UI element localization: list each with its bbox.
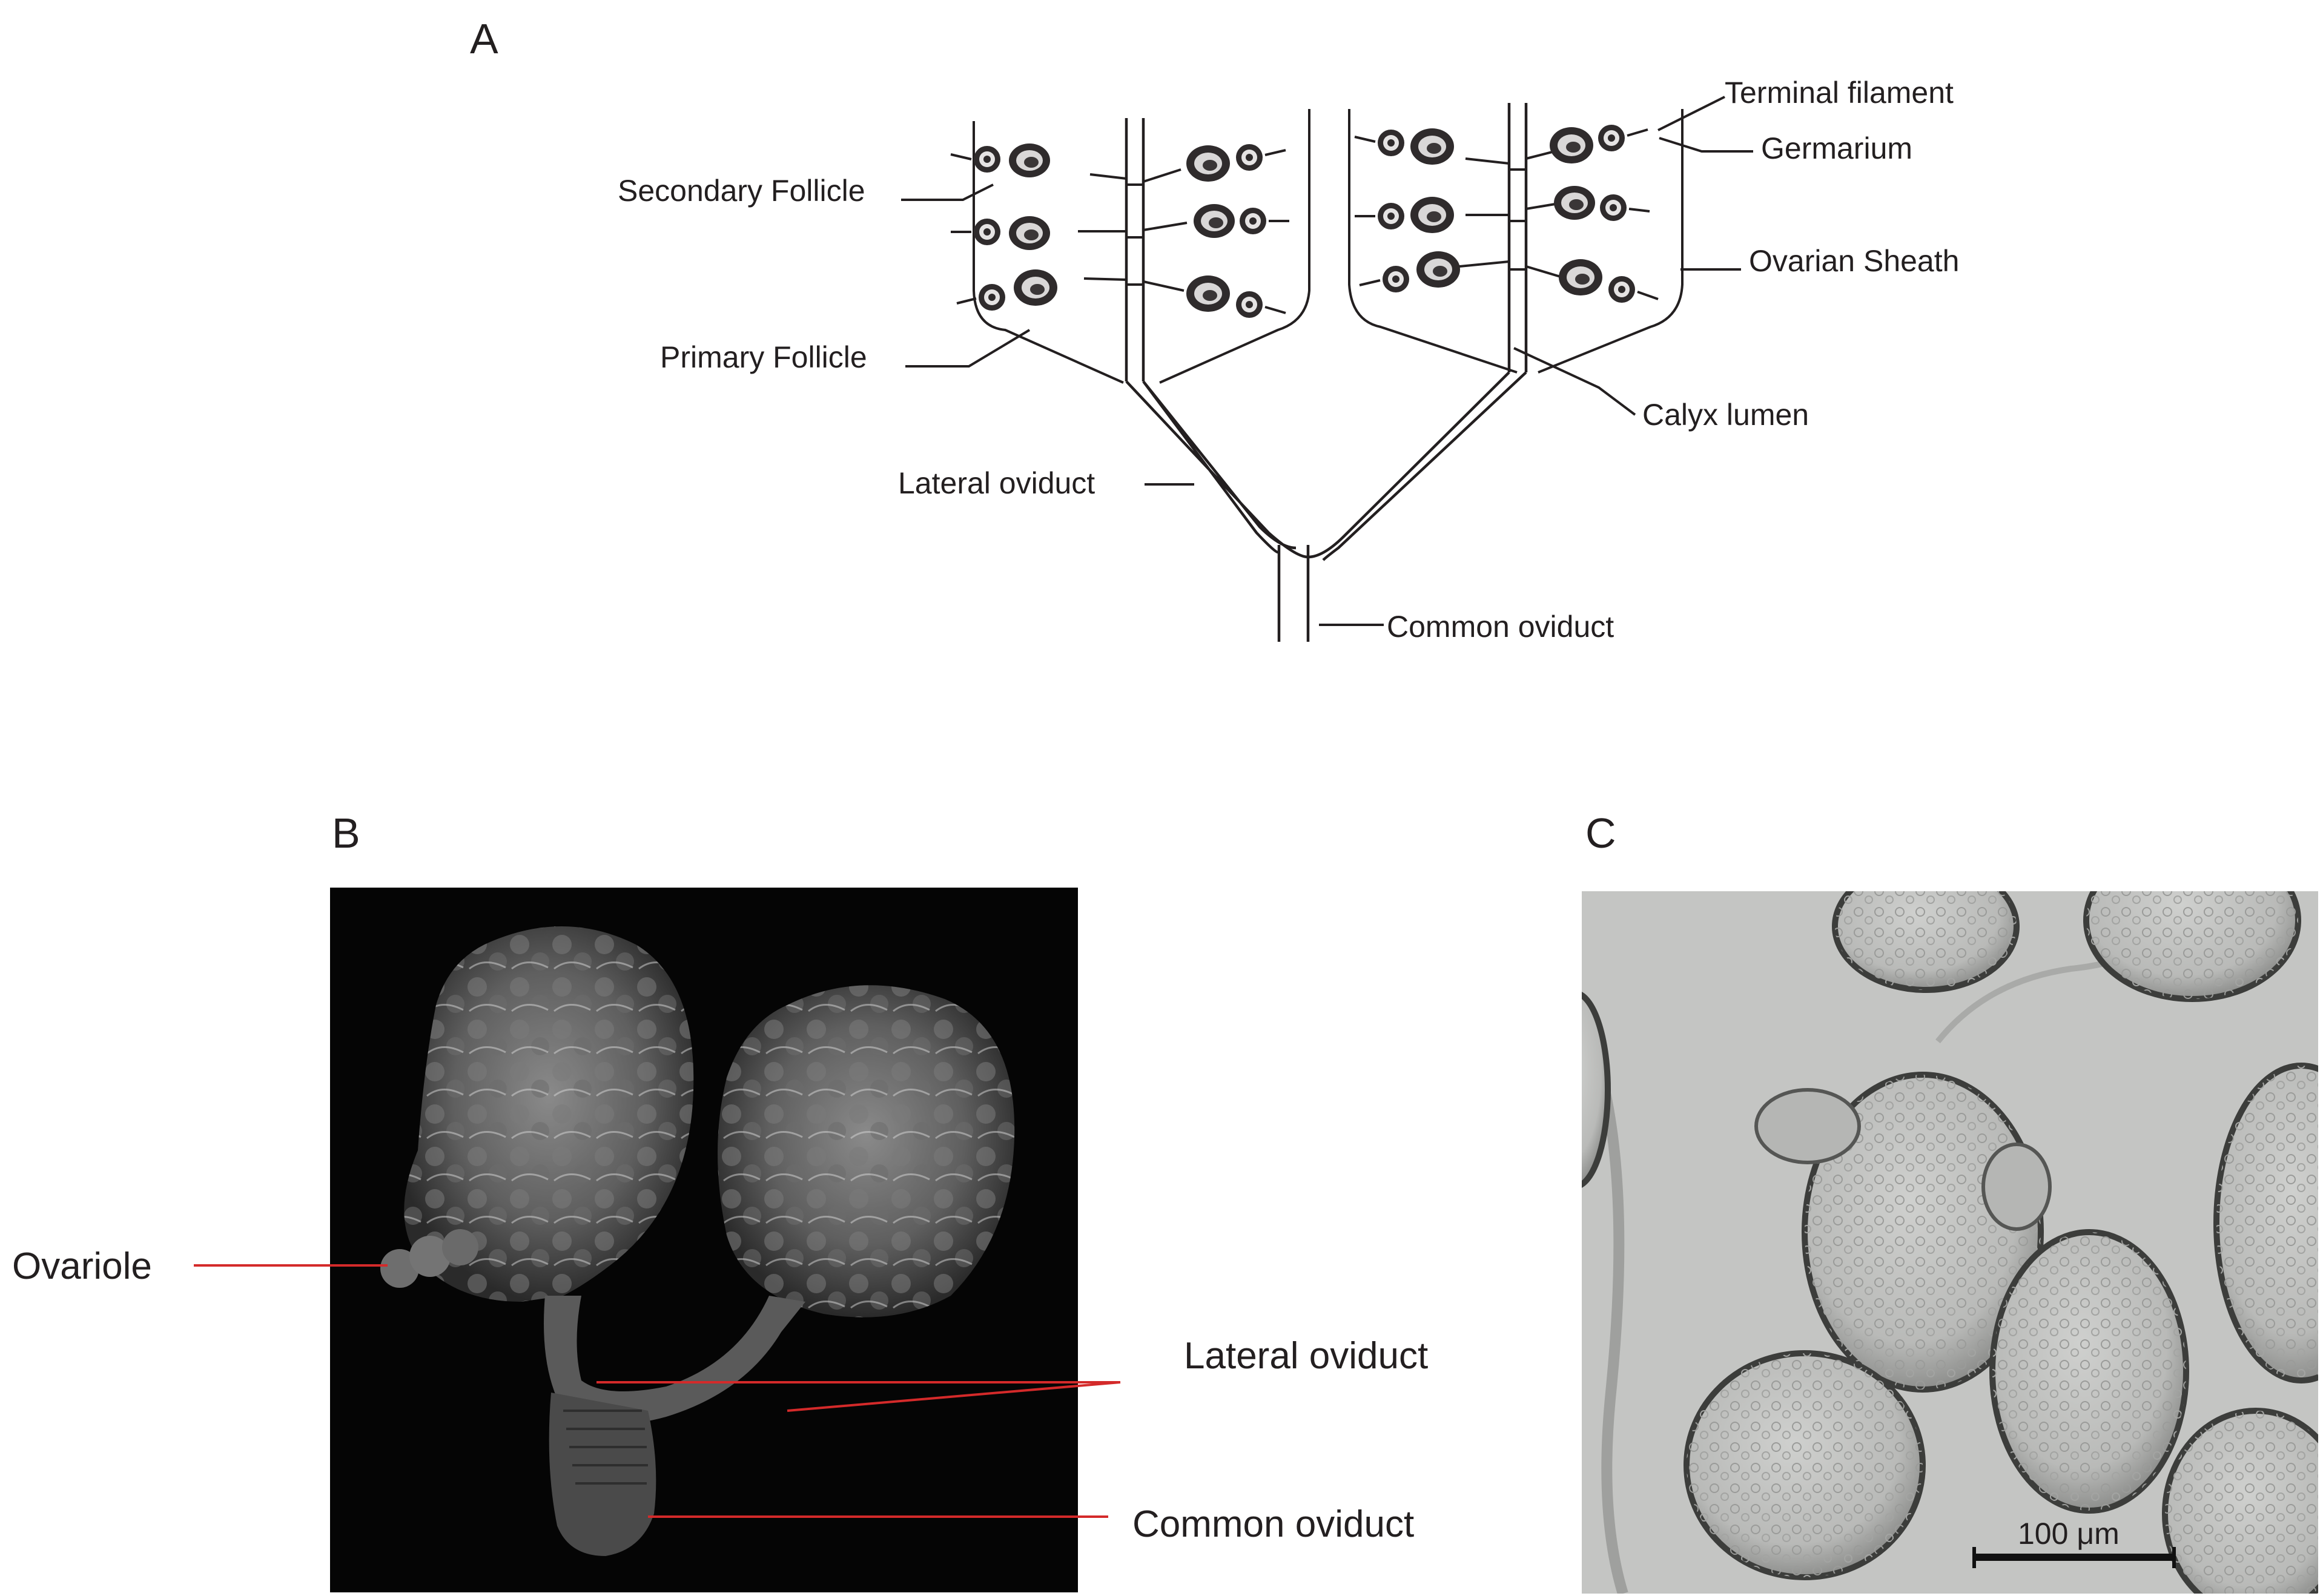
label-terminal-filament: Terminal filament: [1725, 76, 1954, 110]
label-b-lateral-oviduct: Lateral oviduct: [1184, 1335, 1428, 1377]
right-calyx-duct: [1507, 103, 1528, 372]
right-ovarian-sheath: [1348, 109, 1518, 374]
label-ovariole: Ovariole: [12, 1245, 152, 1287]
label-b-common-oviduct: Common oviduct: [1132, 1503, 1414, 1545]
right-pedicels: [1459, 149, 1563, 279]
common-oviduct: [1277, 545, 1310, 642]
label-primary-follicle: Primary Follicle: [660, 340, 867, 374]
panel-b-letter: B: [332, 810, 360, 857]
left-sheath-right-wall: [1159, 109, 1310, 384]
lateral-oviduct: [1125, 371, 1527, 561]
label-secondary-follicle: Secondary Follicle: [618, 174, 865, 208]
scale-bar-label: 100 μm: [2018, 1517, 2120, 1551]
panel-a: A: [470, 15, 1959, 644]
panel-a-letter: A: [470, 15, 498, 62]
left-pedicels: [1078, 168, 1188, 292]
ovary-fluorescence-image: [330, 888, 1078, 1592]
panel-c-letter: C: [1585, 810, 1616, 857]
right-follicles: [1354, 125, 1659, 303]
left-follicles: [950, 143, 1289, 318]
egg-follicles: [1582, 891, 2318, 1594]
label-lateral-oviduct: Lateral oviduct: [898, 466, 1095, 500]
left-ovarian-sheath: [973, 121, 1124, 384]
panel-c: C: [1582, 810, 2318, 1594]
right-sheath-right-wall: [1538, 109, 1684, 374]
label-common-oviduct: Common oviduct: [1387, 610, 1614, 644]
label-germarium: Germarium: [1761, 131, 1912, 165]
panel-a-leaders: [901, 96, 1753, 626]
panel-b: B Ovariole Lateral oviduct: [12, 810, 1428, 1592]
left-calyx-duct: [1125, 118, 1145, 381]
panel-b-leaders: [194, 1264, 1121, 1518]
label-calyx-lumen: Calyx lumen: [1642, 398, 1809, 432]
label-ovarian-sheath: Ovarian Sheath: [1749, 244, 1959, 278]
follicle-micrograph: 100 μm: [1582, 891, 2318, 1594]
